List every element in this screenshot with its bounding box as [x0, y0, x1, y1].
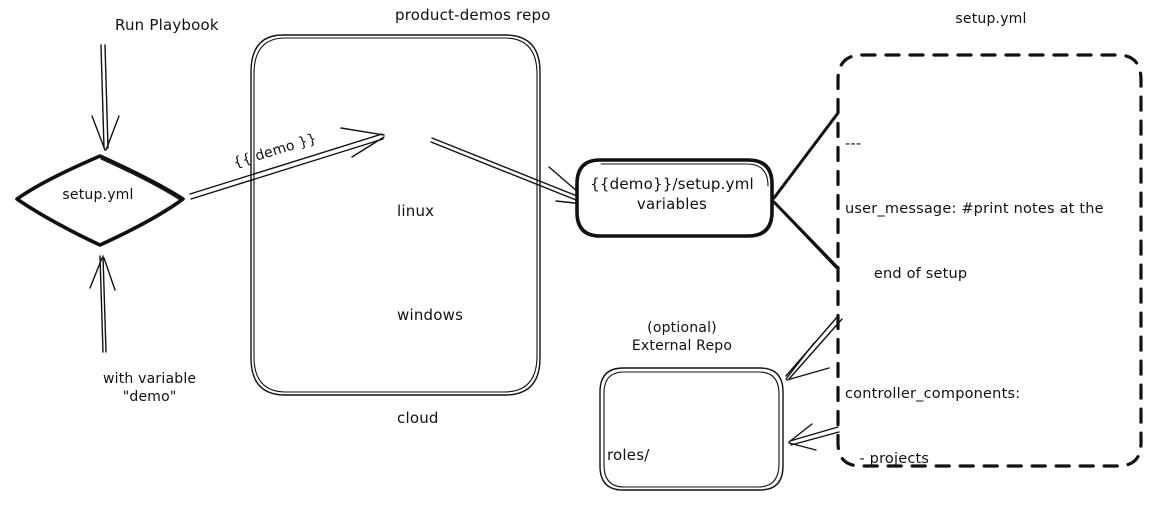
- external-repo-title: (optional) External Repo: [631, 320, 733, 355]
- external-repo-items: roles/ playbooks/ ....: [607, 401, 690, 505]
- product-demos-repo-box[interactable]: [250, 34, 541, 396]
- yml-line-controller-components: controller_components:: [845, 385, 1021, 402]
- product-demos-repo-items: linux windows cloud network ...: [397, 125, 463, 505]
- yml-line-user-message: user_message: #print notes at the: [845, 200, 1104, 217]
- product-demos-repo-title: product-demos repo: [395, 6, 551, 24]
- run-playbook-label: Run Playbook: [115, 16, 219, 34]
- yml-line-blank-1: [845, 329, 1104, 340]
- setup-yml-diamond[interactable]: [15, 154, 185, 247]
- connector-setupyml-to-variables: [772, 111, 840, 270]
- yml-line-doc-start: ---: [845, 135, 862, 152]
- with-variable-label: with variable "demo": [103, 371, 197, 406]
- repo-item-windows[interactable]: windows: [397, 305, 464, 324]
- repo-item-linux[interactable]: linux: [397, 202, 435, 220]
- external-repo-item-roles: roles/: [607, 445, 650, 464]
- setup-yml-dashed-panel[interactable]: [836, 53, 1143, 468]
- arrow-run-playbook: [91, 44, 120, 151]
- arrow-jobtemplates-to-external-repo: [788, 423, 840, 451]
- variables-box-label: {{demo}}/setup.yml variables: [590, 175, 754, 213]
- yml-line-user-message-cont: end of setup: [845, 266, 968, 282]
- setup-yml-node-label: setup.yml: [62, 187, 134, 203]
- repo-item-cloud[interactable]: cloud: [397, 409, 439, 427]
- variables-box[interactable]: [575, 158, 774, 238]
- yml-line-projects: - projects: [845, 451, 930, 467]
- setup-yml-panel-title: setup.yml: [955, 11, 1027, 27]
- arrow-projects-to-external-repo: [785, 315, 843, 381]
- external-repo-box[interactable]: [599, 367, 784, 491]
- arrow-with-variable: [89, 255, 116, 353]
- arrow-demo-to-linux: [189, 127, 385, 200]
- setup-yml-panel-body: --- user_message: #print notes at the en…: [845, 90, 1104, 505]
